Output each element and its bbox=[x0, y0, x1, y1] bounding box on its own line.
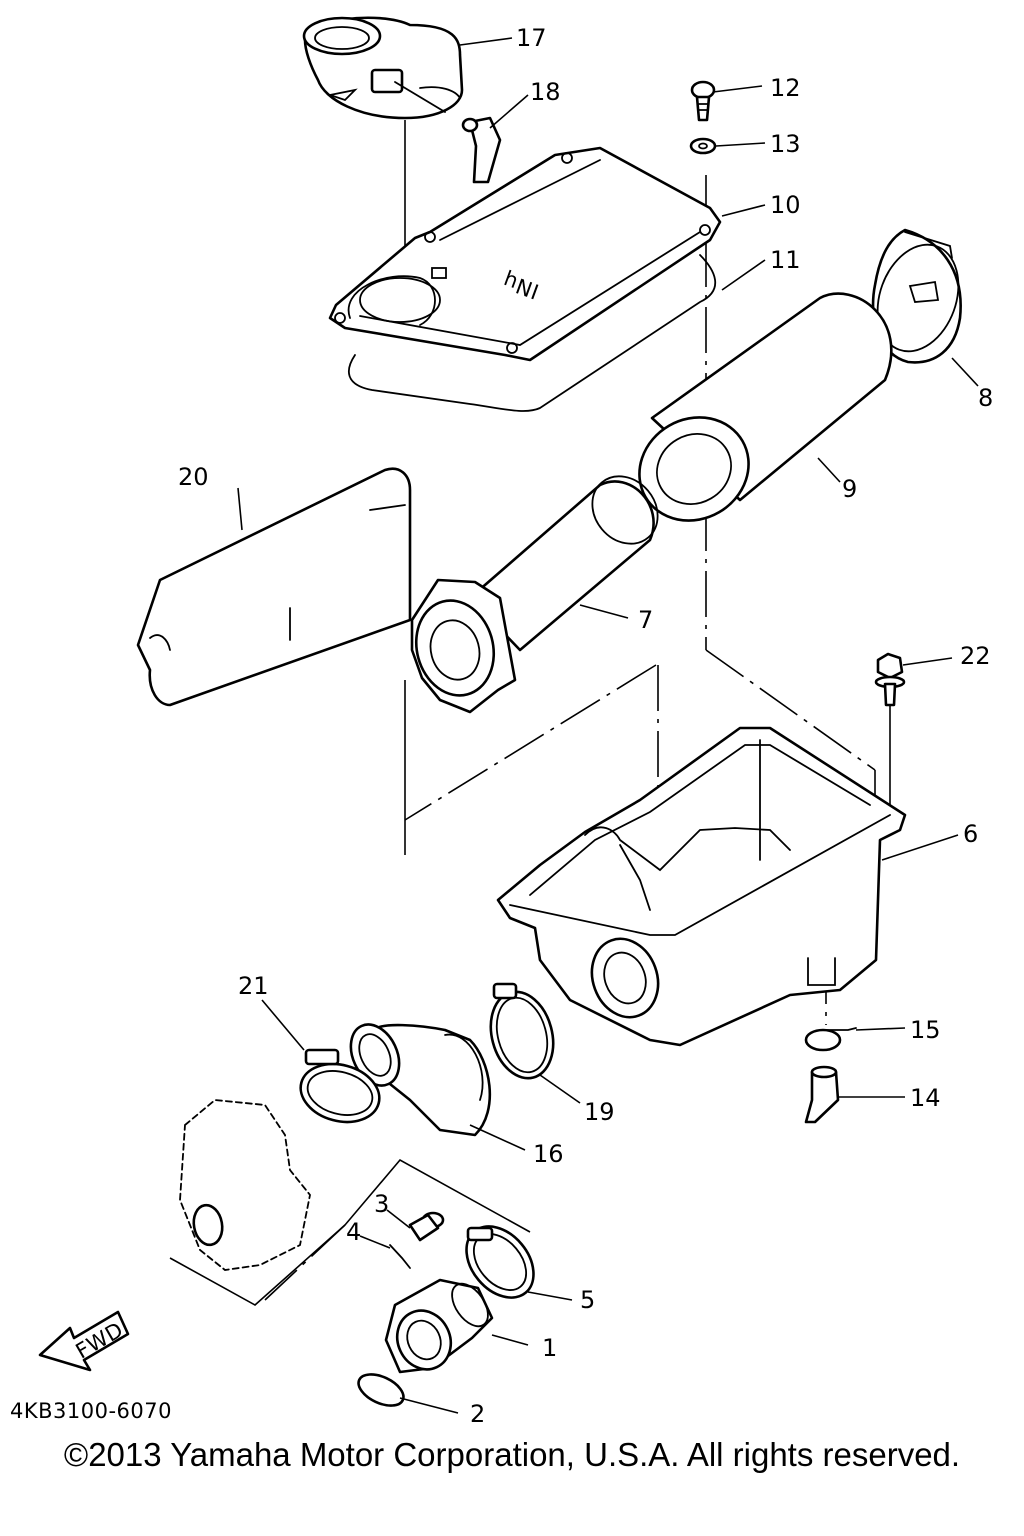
part-5-clamp bbox=[465, 1225, 535, 1299]
part-18-hose-fitting bbox=[461, 116, 502, 184]
part-14-drain-plug bbox=[804, 1065, 840, 1124]
part-15-clip bbox=[804, 1027, 857, 1052]
callout-21: 21 bbox=[238, 972, 269, 1000]
callout-8: 8 bbox=[978, 384, 993, 412]
callout-19: 19 bbox=[584, 1098, 615, 1126]
part-12-screw bbox=[690, 80, 716, 122]
callout-numbers: 1 2 3 4 5 6 7 8 9 10 11 12 13 14 15 16 1… bbox=[178, 24, 993, 1428]
callout-3: 3 bbox=[374, 1190, 389, 1218]
diagram-code: 4KB3100-6070 bbox=[10, 1399, 172, 1423]
callout-14: 14 bbox=[910, 1084, 941, 1112]
fwd-arrow-icon: FWD bbox=[38, 1310, 130, 1372]
part-19-clamp bbox=[489, 982, 555, 1080]
callout-9: 9 bbox=[842, 475, 857, 503]
callout-16: 16 bbox=[533, 1140, 564, 1168]
part-11-gasket bbox=[347, 254, 717, 412]
callout-7: 7 bbox=[638, 606, 653, 634]
part-7-element-holder bbox=[410, 475, 659, 714]
callout-17: 17 bbox=[516, 24, 547, 52]
callout-22: 22 bbox=[960, 642, 991, 670]
callout-15: 15 bbox=[910, 1016, 941, 1044]
part-22-bolt bbox=[874, 652, 906, 707]
callout-4: 4 bbox=[346, 1218, 361, 1246]
callout-13: 13 bbox=[770, 130, 801, 158]
part-4-clip bbox=[389, 1244, 411, 1269]
callout-20: 20 bbox=[178, 463, 209, 491]
leader-lines bbox=[237, 37, 979, 1414]
part-3-bolt bbox=[408, 1211, 445, 1242]
part-16-joint bbox=[349, 1023, 492, 1137]
callout-12: 12 bbox=[770, 74, 801, 102]
part-2-o-ring bbox=[357, 1373, 405, 1407]
part-9-filter-element bbox=[638, 292, 893, 522]
part-20-plate bbox=[136, 467, 412, 707]
carburetor-outline bbox=[179, 1099, 311, 1271]
callout-10: 10 bbox=[770, 191, 801, 219]
callout-6: 6 bbox=[963, 820, 978, 848]
part-6-filter-case bbox=[496, 726, 907, 1047]
part-21-clamp bbox=[299, 1048, 381, 1124]
callout-11: 11 bbox=[770, 246, 801, 274]
copyright-notice: ©2013 Yamaha Motor Corporation, U.S.A. A… bbox=[63, 1436, 961, 1473]
callout-5: 5 bbox=[580, 1286, 595, 1314]
part-17-intake-duct bbox=[302, 16, 464, 120]
part-13-washer bbox=[689, 137, 717, 155]
callout-2: 2 bbox=[470, 1400, 485, 1428]
callout-18: 18 bbox=[530, 78, 561, 106]
part-1-carburetor-joint bbox=[384, 1278, 494, 1374]
part-8-element-cap bbox=[871, 228, 962, 364]
part-10-air-cleaner-cover: INɥ bbox=[328, 146, 722, 362]
callout-1: 1 bbox=[542, 1334, 557, 1362]
